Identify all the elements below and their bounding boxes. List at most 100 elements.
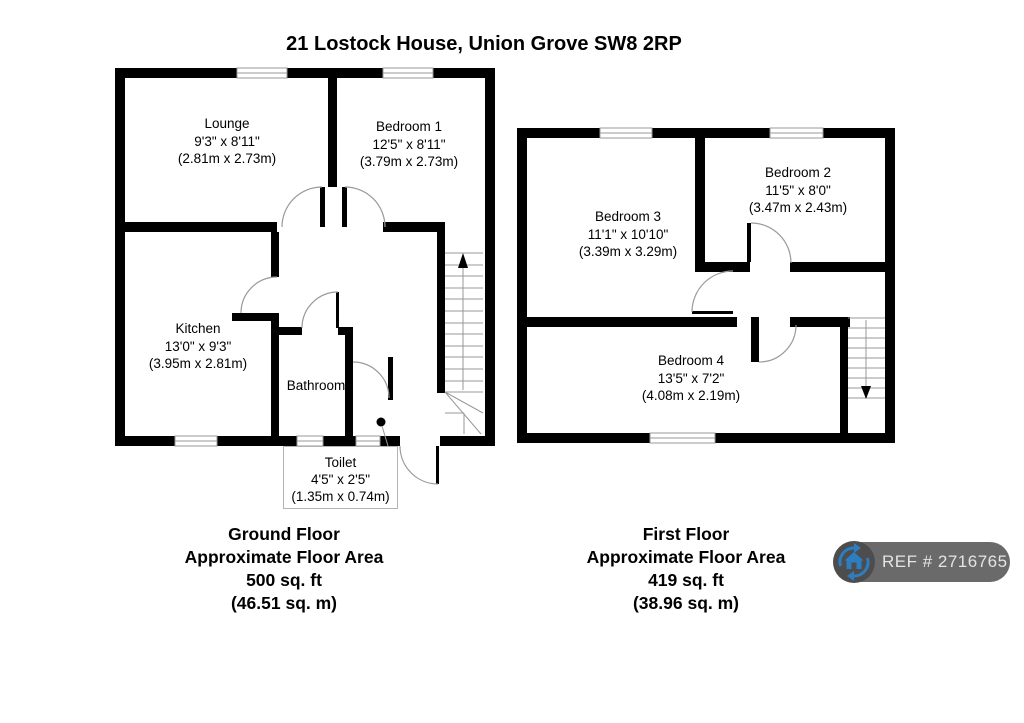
wall-segment [517, 128, 895, 138]
wall-segment [120, 222, 277, 232]
floor-area-m: (38.96 sq. m) [632, 593, 740, 613]
room-name: Bedroom 4 [657, 353, 725, 368]
room-label-bedroom2: Bedroom 2 11'5" x 8'0" (3.47m x 2.43m) [708, 164, 888, 217]
window [769, 127, 824, 139]
wall-segment [115, 68, 125, 446]
lounge-door [281, 186, 325, 228]
stairs-down-arrow-icon [861, 386, 871, 399]
floor-area-m: (46.51 sq. m) [230, 593, 338, 613]
wall-segment [115, 68, 495, 78]
toilet-leader-dot [376, 417, 386, 427]
wall-segment [437, 230, 445, 393]
room-dim-metric: (3.79m x 2.73m) [359, 154, 459, 169]
first-floor-plan [517, 127, 895, 444]
understair-lines [444, 391, 484, 435]
room-label-bedroom1: Bedroom 1 12'5" x 8'11" (3.79m x 2.73m) [319, 118, 499, 171]
wall-segment [271, 232, 279, 277]
ground-floor-plan [115, 67, 495, 485]
floor-area-ft: 419 sq. ft [648, 570, 724, 590]
room-dim-metric: (1.35m x 0.74m) [291, 489, 390, 504]
room-dim-imperial: 13'0" x 9'3" [164, 338, 232, 354]
wall-segment [705, 262, 750, 272]
room-label-lounge: Lounge 9'3" x 8'11" (2.81m x 2.73m) [137, 115, 317, 168]
bedroom3-door [691, 270, 734, 314]
room-dim-metric: (4.08m x 2.19m) [641, 388, 741, 403]
room-label-bedroom3: Bedroom 3 11'1" x 10'10" (3.39m x 3.29m) [538, 208, 718, 261]
kitchen-door [240, 276, 278, 314]
toilet-leader-line [381, 425, 389, 447]
floor-name: First Floor [642, 524, 730, 544]
room-dim-imperial: 11'5" x 8'0" [765, 182, 831, 198]
room-dim-metric: (3.95m x 2.81m) [148, 356, 248, 371]
ground-doors [240, 186, 439, 485]
stairs-up-arrow-icon [458, 253, 468, 268]
ref-number: REF # 2716765 [882, 552, 1008, 571]
room-name: Bedroom 3 [594, 209, 662, 224]
wall-segment [328, 78, 337, 187]
stair-treads [445, 252, 483, 393]
window [296, 435, 324, 447]
wall-segment [695, 138, 705, 272]
room-name: Bathroom [286, 378, 346, 393]
toilet-leader [376, 417, 389, 447]
ground-windows [174, 67, 434, 447]
room-dim-metric: (3.39m x 3.29m) [578, 244, 678, 259]
ground-floor-footer: Ground Floor Approximate Floor Area 500 … [144, 523, 424, 615]
window [174, 435, 218, 447]
floor-area-label: Approximate Floor Area [184, 547, 384, 567]
room-name: Kitchen [175, 321, 221, 336]
entrance-door [399, 445, 439, 485]
wall-segment [345, 327, 353, 436]
room-name: Lounge [204, 116, 250, 131]
wall-segment [790, 262, 885, 272]
page-title: 21 Lostock House, Union Grove SW8 2RP [286, 33, 682, 55]
wall-segment [440, 436, 495, 446]
room-dim-imperial: 11'1" x 10'10" [587, 226, 669, 242]
floor-name: Ground Floor [228, 524, 340, 544]
wall-segment [790, 317, 850, 327]
room-dim-imperial: 9'3" x 8'11" [194, 133, 260, 149]
window [236, 67, 288, 79]
wall-segment [522, 317, 737, 327]
room-dim-imperial: 4'5" x 2'5" [310, 472, 371, 487]
toilet-door [352, 357, 393, 400]
bedroom4-door [751, 317, 797, 363]
ground-walls [115, 68, 495, 446]
house-refresh-icon [833, 541, 875, 583]
room-label-kitchen: Kitchen 13'0" x 9'3" (3.95m x 2.81m) [108, 320, 288, 373]
room-name: Bedroom 1 [375, 119, 443, 134]
room-label-bedroom4: Bedroom 4 13'5" x 7'2" (4.08m x 2.19m) [601, 352, 781, 405]
wall-segment [232, 313, 279, 321]
wall-segment [279, 327, 302, 335]
window [355, 435, 381, 447]
ref-badge: REF # 2716765 [832, 540, 1010, 584]
wall-segment [885, 128, 895, 443]
wall-segment [840, 317, 848, 435]
first-staircase [848, 317, 885, 399]
window [599, 127, 653, 139]
wall-segment [485, 68, 495, 446]
room-name: Toilet [324, 455, 357, 470]
room-dim-imperial: 12'5" x 8'11" [372, 136, 446, 152]
room-label-bathroom: Bathroom [266, 377, 366, 395]
ground-staircase [444, 252, 484, 435]
first-windows [599, 127, 824, 444]
first-doors [691, 222, 797, 363]
floor-area-label: Approximate Floor Area [586, 547, 786, 567]
bathroom-door [301, 291, 339, 329]
window [382, 67, 434, 79]
window [649, 432, 716, 444]
bedroom1-door [342, 186, 386, 228]
toilet-label-box: Toilet 4'5" x 2'5" (1.35m x 0.74m) [283, 446, 398, 509]
first-floor-footer: First Floor Approximate Floor Area 419 s… [546, 523, 826, 615]
wall-segment [115, 436, 400, 446]
wall-segment [271, 321, 279, 436]
wall-segment [383, 222, 445, 232]
floor-area-ft: 500 sq. ft [246, 570, 322, 590]
room-name: Bedroom 2 [764, 165, 832, 180]
room-dim-metric: (3.47m x 2.43m) [748, 200, 848, 215]
room-dim-imperial: 13'5" x 7'2" [657, 370, 725, 386]
room-dim-metric: (2.81m x 2.73m) [177, 151, 277, 166]
wall-segment [517, 128, 527, 443]
